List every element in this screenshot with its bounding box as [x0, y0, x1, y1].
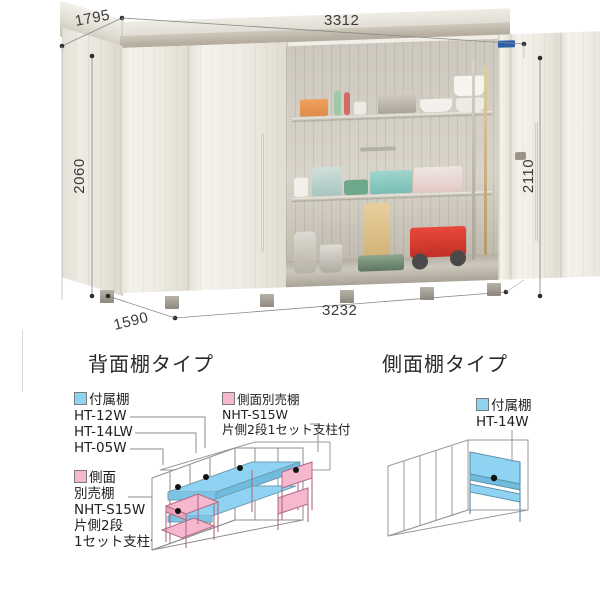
label-line-1: NHT-S15W	[222, 407, 288, 422]
label-heading: 付属棚	[89, 392, 130, 408]
label-line-4: 1セット支柱付	[74, 534, 164, 550]
shed-leg-2	[165, 296, 179, 309]
dim-depth-top: 1795	[74, 6, 112, 29]
section-divider	[22, 330, 23, 392]
label-heading: 側面	[89, 470, 116, 486]
dim-width-top: 3312	[324, 12, 359, 29]
section-title-side: 側面棚タイプ	[382, 352, 508, 376]
label-line-1: 別売棚	[74, 486, 115, 502]
shed-leg-3	[260, 294, 274, 307]
section-title-rear: 背面棚タイプ	[88, 352, 214, 376]
swatch-pink-icon	[74, 470, 87, 483]
label-model-ht05w: HT-05W	[74, 440, 127, 456]
label-side-optional-shelf-left: 側面 別売棚 NHT-S15W 片側2段 1セット支柱付	[74, 470, 164, 550]
label-line-3: 片側2段	[74, 518, 124, 534]
label-heading: 付属棚	[491, 398, 532, 414]
swatch-blue-icon	[74, 392, 87, 405]
shed-leg-5	[420, 287, 434, 300]
swatch-blue-icon	[476, 398, 489, 411]
shed-leg-4	[340, 290, 354, 303]
dim-height-left: 2060	[71, 158, 88, 193]
swatch-pink-icon	[222, 392, 235, 405]
label-attached-shelf-side: 付属棚 HT-14W	[476, 398, 532, 430]
label-model-ht12w: HT-12W	[74, 408, 127, 424]
dim-height-right: 2110	[520, 159, 537, 193]
dim-width-bottom: 3232	[322, 302, 357, 319]
label-line-2: NHT-S15W	[74, 502, 146, 518]
label-model-ht14w: HT-14W	[476, 414, 529, 430]
label-attached-shelf-rear: 付属棚 HT-12W HT-14LW HT-05W	[74, 392, 133, 456]
label-heading: 側面別売棚	[237, 392, 300, 407]
label-model-ht14lw: HT-14LW	[74, 424, 133, 440]
